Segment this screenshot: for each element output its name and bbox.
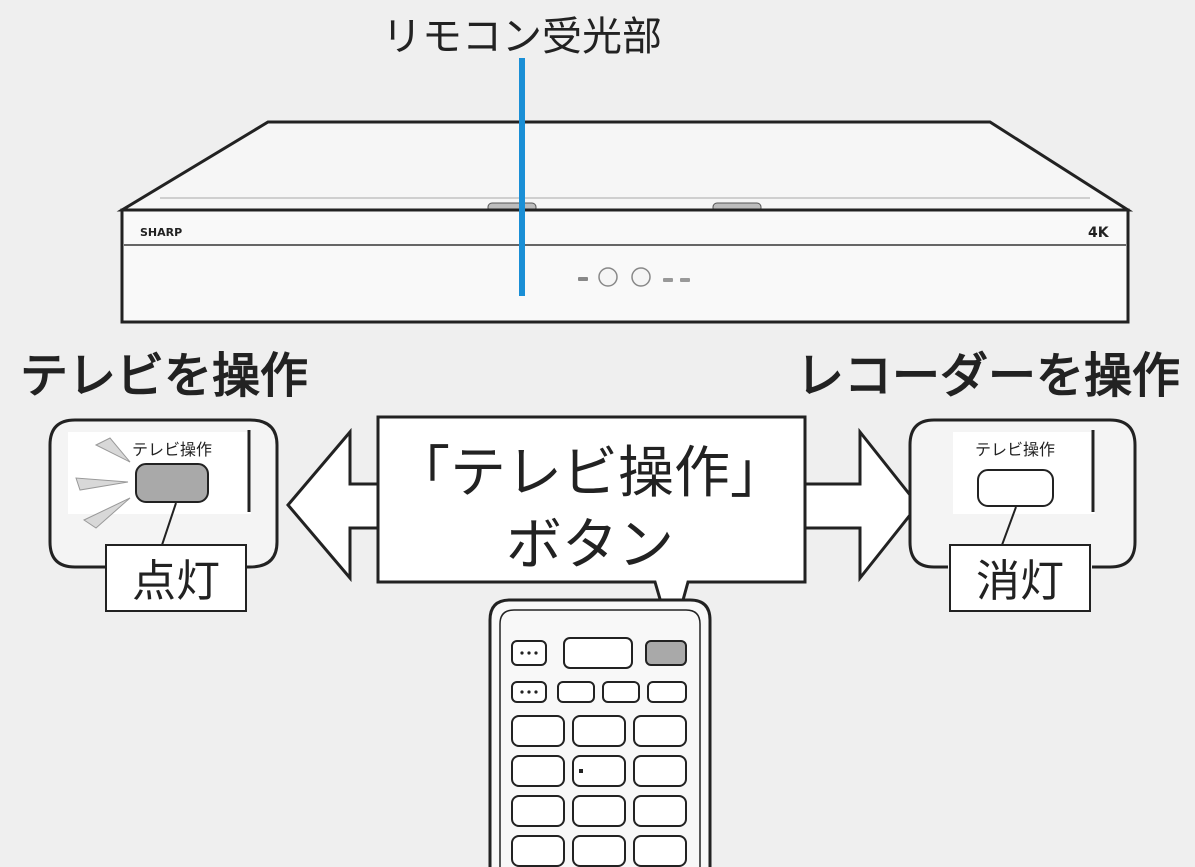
front-buttons (578, 267, 690, 287)
remote-button (557, 681, 595, 703)
remote-number-button (633, 795, 687, 827)
recorder-top (116, 120, 1134, 212)
remote-wide-button (563, 637, 633, 669)
brand-logo: SHARP (140, 226, 182, 239)
left-tv-button-lit (135, 463, 209, 503)
right-panel-label: テレビ操作 (975, 440, 1055, 459)
right-heading: レコーダーを操作 (796, 348, 1180, 404)
recorder: SHARP 4K (116, 120, 1134, 324)
left-heading: テレビを操作 (20, 348, 308, 404)
left-state-box (105, 544, 247, 612)
left-panel: テレビ操作 点灯 (48, 418, 279, 612)
left-panel-label: テレビ操作 (132, 440, 212, 459)
remote-number-button (572, 835, 626, 867)
remote-number-button (633, 715, 687, 747)
remote-button (602, 681, 640, 703)
4k-badge: 4K (1088, 225, 1110, 241)
remote-number-button (572, 795, 626, 827)
right-state-box (949, 544, 1091, 612)
remote-control (488, 598, 712, 867)
left-state-label: 点灯 (132, 556, 220, 607)
remote-button (647, 681, 687, 703)
remote-number-button (572, 755, 626, 787)
center-button-line1: 「テレビ操作」 (394, 441, 786, 506)
remote-tactile-dot (579, 769, 583, 773)
lit-rays (75, 437, 131, 529)
center-button-line2: ボタン (506, 513, 674, 578)
recorder-front (120, 208, 1130, 324)
remote-number-button (572, 715, 626, 747)
remote-number-button (511, 835, 565, 867)
remote-number-button (511, 755, 565, 787)
right-panel: テレビ操作 消灯 (908, 418, 1137, 612)
right-tv-button-unlit (977, 469, 1054, 507)
remote-number-button (511, 715, 565, 747)
right-state-label: 消灯 (976, 556, 1064, 607)
callout-label: リモコン受光部 (382, 14, 662, 60)
remote-number-button (633, 835, 687, 867)
remote-number-button (633, 755, 687, 787)
remote-tv-operation-button (645, 640, 687, 666)
remote-number-button (511, 795, 565, 827)
